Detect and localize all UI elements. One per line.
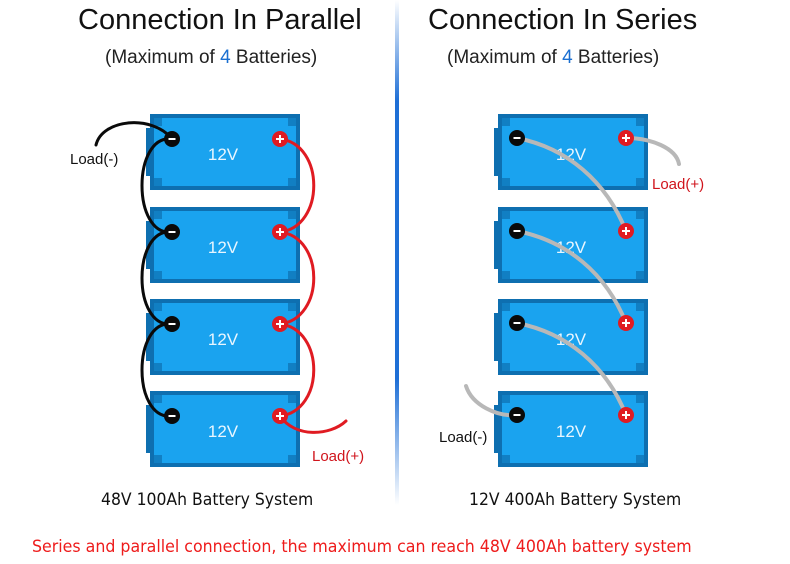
parallel-neg-wire bbox=[140, 137, 174, 234]
parallel-neg-wire bbox=[140, 230, 174, 326]
series-load-neg-label: Load(-) bbox=[439, 429, 487, 446]
battery-body bbox=[154, 303, 296, 371]
parallel-battery-1: 12V bbox=[146, 114, 300, 190]
positive-terminal-icon bbox=[272, 224, 288, 240]
battery-voltage-label: 12V bbox=[556, 330, 587, 349]
series-battery-3: 12V bbox=[494, 299, 648, 375]
battery-corner bbox=[288, 363, 296, 371]
battery-corner bbox=[288, 455, 296, 463]
negative-terminal-icon bbox=[509, 315, 525, 331]
battery-corner bbox=[636, 118, 644, 126]
parallel-load-neg-label: Load(-) bbox=[70, 151, 118, 168]
parallel-battery-3: 12V bbox=[146, 299, 300, 375]
parallel-battery-4: 12V bbox=[146, 391, 300, 467]
battery-corner bbox=[154, 455, 162, 463]
parallel-load-neg-wire bbox=[94, 121, 174, 147]
battery-corner bbox=[502, 118, 510, 126]
series-battery-2: 12V bbox=[494, 207, 648, 283]
battery-body bbox=[154, 211, 296, 279]
parallel-load-pos-label: Load(+) bbox=[312, 448, 364, 465]
battery-corner bbox=[636, 395, 644, 403]
battery-corner bbox=[502, 395, 510, 403]
positive-terminal-icon bbox=[272, 316, 288, 332]
battery-corner bbox=[288, 271, 296, 279]
series-link-wire bbox=[515, 229, 628, 325]
battery-corner bbox=[502, 271, 510, 279]
battery-corner bbox=[154, 211, 162, 219]
battery-voltage-label: 12V bbox=[208, 330, 239, 349]
battery-body bbox=[154, 118, 296, 186]
series-caption: 12V 400Ah Battery System bbox=[469, 490, 682, 510]
battery-corner bbox=[288, 395, 296, 403]
battery-voltage-label: 12V bbox=[208, 145, 239, 164]
battery-voltage-label: 12V bbox=[556, 145, 587, 164]
battery-voltage-label: 12V bbox=[208, 422, 239, 441]
battery-corner bbox=[154, 395, 162, 403]
negative-terminal-icon bbox=[509, 407, 525, 423]
battery-corner bbox=[502, 303, 510, 311]
battery-corner bbox=[154, 271, 162, 279]
series-load-pos-label: Load(+) bbox=[652, 176, 704, 193]
negative-terminal-icon bbox=[164, 131, 180, 147]
battery-body bbox=[502, 118, 644, 186]
battery-corner bbox=[636, 271, 644, 279]
battery-corner bbox=[154, 118, 162, 126]
battery-corner bbox=[502, 178, 510, 186]
battery-corner bbox=[636, 363, 644, 371]
subtitle-suffix: Batteries) bbox=[572, 47, 660, 68]
positive-terminal-icon bbox=[618, 223, 634, 239]
subtitle-prefix: (Maximum of bbox=[105, 47, 221, 68]
footer-note: Series and parallel connection, the maxi… bbox=[32, 537, 692, 557]
battery-corner bbox=[154, 363, 162, 371]
battery-corner bbox=[154, 178, 162, 186]
subtitle-prefix: (Maximum of bbox=[447, 47, 563, 68]
positive-terminal-icon bbox=[272, 408, 288, 424]
battery-corner bbox=[636, 178, 644, 186]
parallel-pos-wire bbox=[278, 322, 316, 418]
subtitle-suffix: Batteries) bbox=[230, 47, 318, 68]
parallel-neg-wire bbox=[140, 322, 174, 418]
series-link-wire bbox=[515, 321, 628, 417]
battery-body bbox=[154, 395, 296, 463]
panel-divider bbox=[395, 0, 399, 505]
negative-terminal-icon bbox=[509, 130, 525, 146]
negative-terminal-icon bbox=[164, 224, 180, 240]
positive-terminal-icon bbox=[272, 131, 288, 147]
battery-corner bbox=[288, 118, 296, 126]
battery-corner bbox=[288, 303, 296, 311]
battery-voltage-label: 12V bbox=[556, 238, 587, 257]
series-subtitle: (Maximum of 4 Batteries) bbox=[447, 47, 659, 69]
battery-voltage-label: 12V bbox=[556, 422, 587, 441]
series-battery-4: 12V bbox=[494, 391, 648, 467]
parallel-caption: 48V 100Ah Battery System bbox=[101, 490, 314, 510]
battery-corner bbox=[288, 211, 296, 219]
battery-corner bbox=[154, 303, 162, 311]
parallel-pos-wire bbox=[278, 230, 316, 326]
battery-corner bbox=[502, 211, 510, 219]
battery-corner bbox=[636, 211, 644, 219]
parallel-subtitle: (Maximum of 4 Batteries) bbox=[105, 47, 317, 69]
positive-terminal-icon bbox=[618, 130, 634, 146]
max-battery-count: 4 bbox=[562, 47, 573, 68]
negative-terminal-icon bbox=[164, 408, 180, 424]
parallel-battery-2: 12V bbox=[146, 207, 300, 283]
battery-corner bbox=[502, 363, 510, 371]
negative-terminal-icon bbox=[164, 316, 180, 332]
positive-terminal-icon bbox=[618, 315, 634, 331]
series-title: Connection In Series bbox=[428, 4, 698, 36]
series-link-wire bbox=[515, 136, 628, 233]
positive-terminal-icon bbox=[618, 407, 634, 423]
series-battery-1: 12V bbox=[494, 114, 648, 190]
battery-corner bbox=[636, 303, 644, 311]
battery-voltage-label: 12V bbox=[208, 238, 239, 257]
negative-terminal-icon bbox=[509, 223, 525, 239]
parallel-title: Connection In Parallel bbox=[78, 4, 362, 36]
parallel-pos-wire bbox=[278, 137, 316, 234]
max-battery-count: 4 bbox=[220, 47, 231, 68]
battery-corner bbox=[288, 178, 296, 186]
battery-corner bbox=[502, 455, 510, 463]
battery-corner bbox=[636, 455, 644, 463]
